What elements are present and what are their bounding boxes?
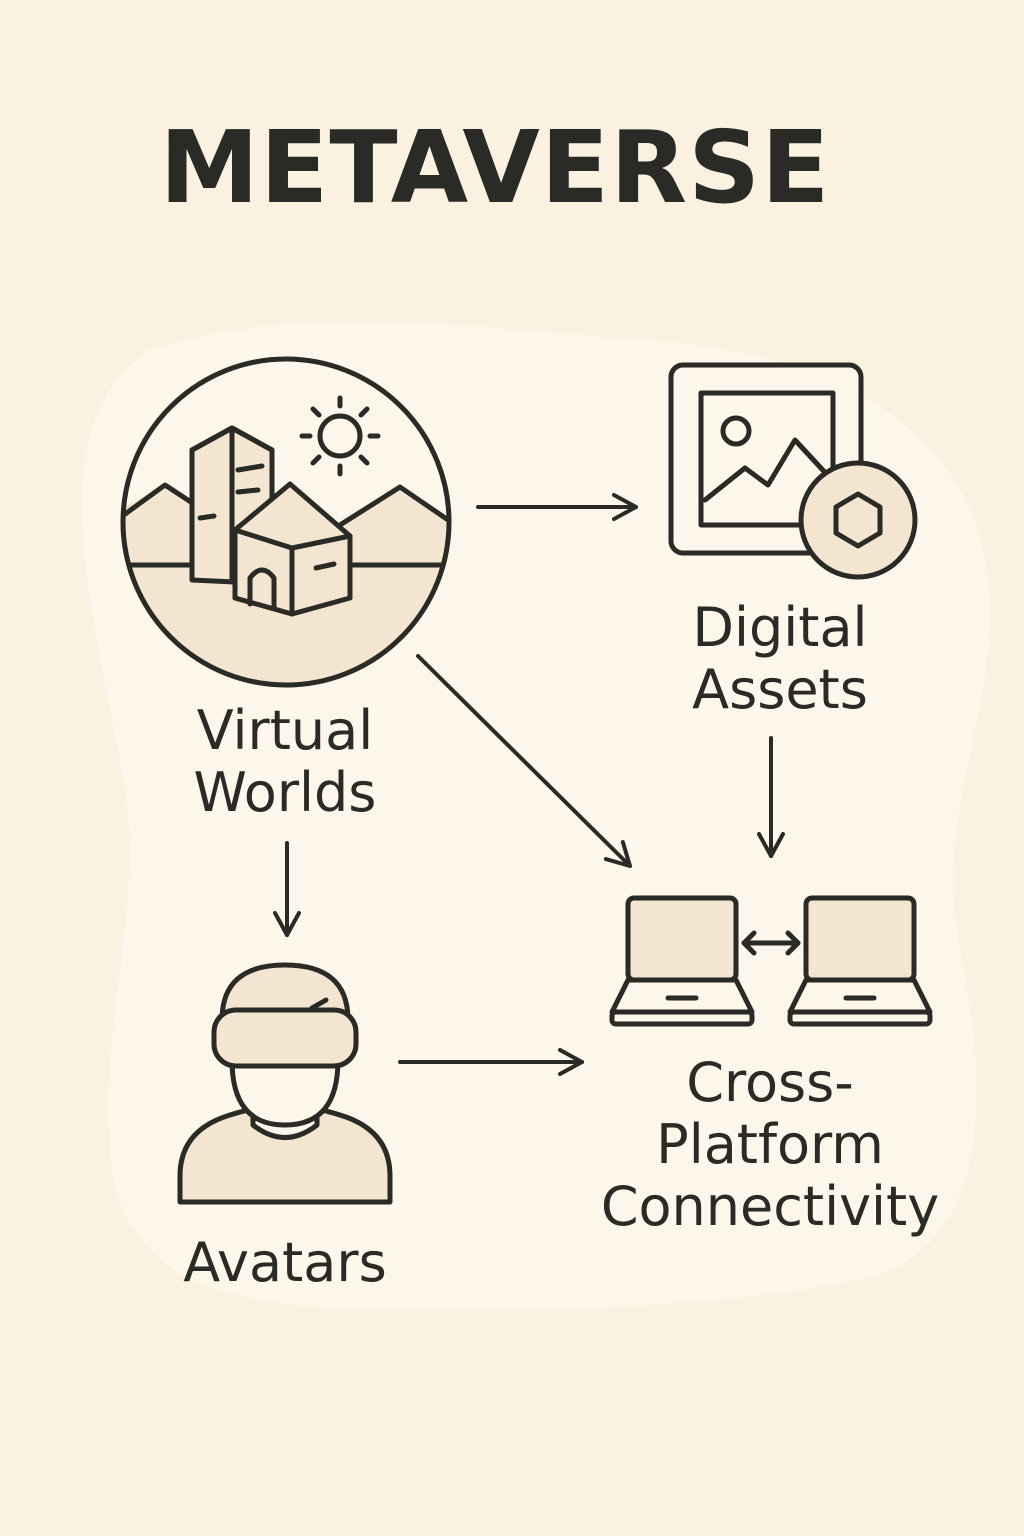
digital-asset-frame-icon [668,362,918,580]
connected-laptops-icon [609,895,933,1027]
virtual-worlds-label: Virtual Worlds [193,699,377,824]
cross-platform-connectivity-label: Cross- Platform Connectivity [600,1051,940,1238]
diagram-title: METAVERSE [159,109,831,226]
arrow-virtual-to-cross [416,654,632,868]
vr-headset-avatar-icon [177,962,393,1205]
digital-assets-label: Digital Assets [692,596,868,721]
avatars-label: Avatars [183,1231,387,1294]
